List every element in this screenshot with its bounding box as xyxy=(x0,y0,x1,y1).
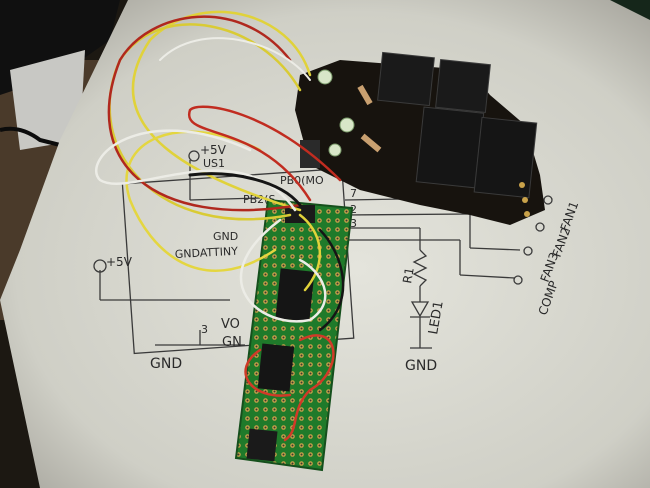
label-attiny: GNDATTINY xyxy=(174,245,238,261)
wires xyxy=(94,10,345,442)
label-pin3-left: 3 xyxy=(201,323,208,336)
gray-card-left xyxy=(10,50,85,150)
relay-3 xyxy=(415,106,485,189)
relay-2 xyxy=(435,58,491,114)
label-pb0: PB0(MO xyxy=(280,174,324,187)
wire-red-3 xyxy=(283,334,335,442)
pad-1 xyxy=(519,182,525,188)
connector-bottom xyxy=(246,428,278,462)
wire-black-1 xyxy=(188,172,302,207)
label-gnd-left: GND xyxy=(150,356,182,372)
terminal-fan1 xyxy=(543,195,553,205)
relay-4 xyxy=(473,116,538,199)
pad-2 xyxy=(522,197,528,203)
wire-white-2 xyxy=(239,218,327,323)
terminal-fan2 xyxy=(535,222,545,232)
terminal-comp xyxy=(513,275,523,285)
label-5v-top: +5V xyxy=(200,143,227,157)
resistor-board-1 xyxy=(357,84,373,106)
label-5v-left: +5V xyxy=(106,255,133,269)
perfboard xyxy=(234,198,354,472)
label-gnd-chip: GND xyxy=(213,230,238,243)
label-gn: GN xyxy=(222,335,242,350)
label-r1: R1 xyxy=(400,266,417,284)
pad-3 xyxy=(524,211,530,217)
label-vo: VO xyxy=(221,317,240,332)
label-led1: LED1 xyxy=(426,300,447,336)
wire-yellow-1 xyxy=(131,10,312,212)
led-green-3 xyxy=(328,143,342,157)
wire-red-4 xyxy=(244,348,292,397)
label-gnd-bottom: GND xyxy=(405,358,437,374)
wire-yellow-4 xyxy=(298,213,322,292)
ic-chip-top xyxy=(275,268,315,322)
power-symbol-left xyxy=(93,259,107,273)
label-pin2: 2 xyxy=(350,203,357,216)
resistor-board-2 xyxy=(360,133,382,153)
wire-white-1 xyxy=(94,129,297,212)
led-symbol xyxy=(410,301,430,318)
relay-1 xyxy=(377,51,435,107)
label-pin7: 7 xyxy=(350,187,357,200)
terminal-fan3 xyxy=(523,246,533,256)
relay-board xyxy=(295,51,545,225)
wire-white-3 xyxy=(159,37,311,81)
wire-red-2 xyxy=(187,105,342,202)
resistor-zigzag xyxy=(412,249,428,287)
cable-left xyxy=(0,126,61,147)
led-green-2 xyxy=(339,117,355,133)
ic-chip-bottom xyxy=(257,343,295,392)
label-pin3: 3 xyxy=(350,217,357,230)
led-green-1 xyxy=(317,69,333,85)
label-us1: US1 xyxy=(203,157,225,170)
wire-black-2 xyxy=(318,228,345,332)
power-symbol-top xyxy=(188,150,200,162)
wire-red-1 xyxy=(107,15,302,212)
